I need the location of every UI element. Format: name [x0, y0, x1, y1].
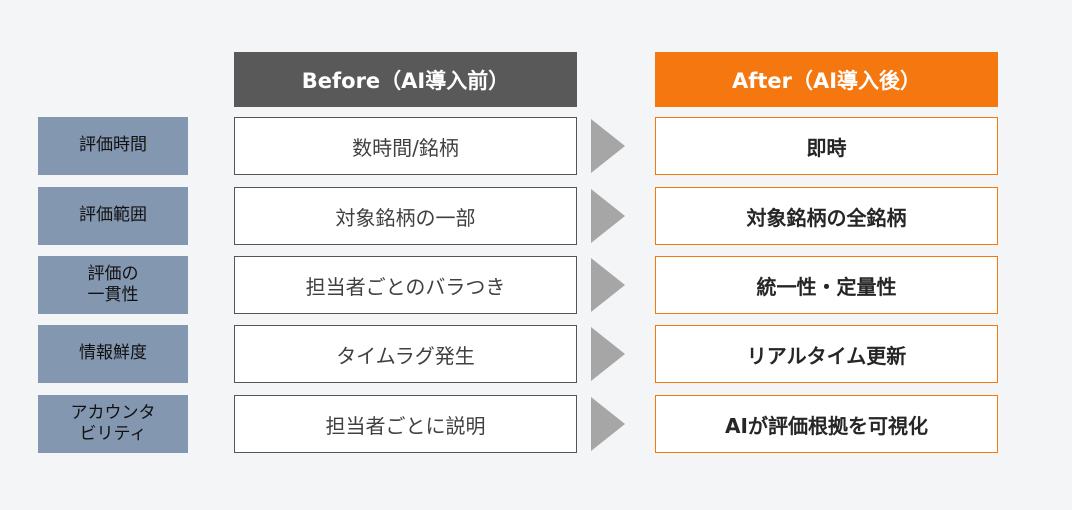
after-cell-information-freshness: リアルタイム更新: [655, 325, 998, 383]
after-header: After（AI導入後）: [655, 52, 998, 107]
arrow-right-icon: [591, 189, 625, 243]
arrow-right-icon: [591, 327, 625, 381]
before-cell-information-freshness: タイムラグ発生: [234, 325, 577, 383]
row-label-information-freshness: 情報鮮度: [38, 325, 188, 383]
row-label-evaluation-consistency: 評価の 一貫性: [38, 256, 188, 314]
row-label-evaluation-scope: 評価範囲: [38, 187, 188, 245]
after-cell-evaluation-scope: 対象銘柄の全銘柄: [655, 187, 998, 245]
before-cell-evaluation-time: 数時間/銘柄: [234, 117, 577, 175]
after-cell-accountability: AIが評価根拠を可視化: [655, 395, 998, 453]
before-cell-evaluation-scope: 対象銘柄の一部: [234, 187, 577, 245]
before-header: Before（AI導入前）: [234, 52, 577, 107]
arrow-right-icon: [591, 258, 625, 312]
after-cell-evaluation-consistency: 統一性・定量性: [655, 256, 998, 314]
after-cell-evaluation-time: 即時: [655, 117, 998, 175]
before-cell-accountability: 担当者ごとに説明: [234, 395, 577, 453]
arrow-right-icon: [591, 119, 625, 173]
row-label-accountability: アカウンタ ビリティ: [38, 395, 188, 453]
row-label-evaluation-time: 評価時間: [38, 117, 188, 175]
before-cell-evaluation-consistency: 担当者ごとのバラつき: [234, 256, 577, 314]
arrow-right-icon: [591, 397, 625, 451]
